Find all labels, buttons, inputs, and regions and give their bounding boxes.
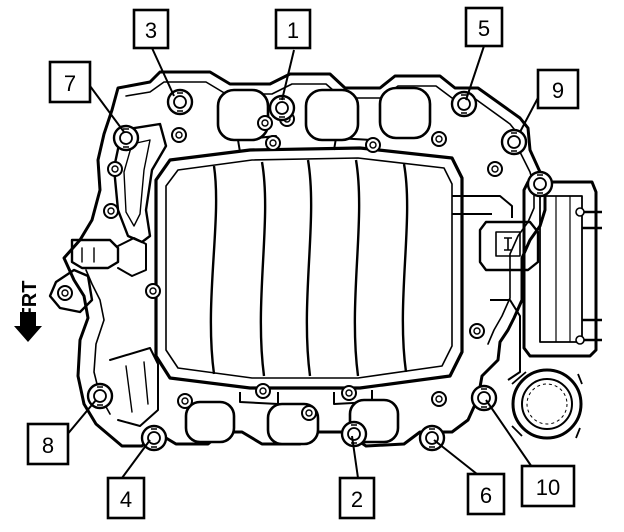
bolt-9 [500, 128, 528, 156]
callout-5: 5 [464, 6, 504, 48]
leader-lines [65, 45, 541, 479]
callout-7: 7 [48, 60, 92, 104]
bosses [57, 111, 503, 421]
callout-2: 2 [338, 476, 376, 520]
bolt-aux [526, 170, 554, 198]
callout-8: 8 [26, 422, 70, 466]
front-arrow-icon [14, 312, 42, 342]
intake-ports-top [216, 86, 432, 142]
svg-text:7: 7 [64, 71, 76, 96]
svg-text:6: 6 [480, 483, 492, 508]
svg-text:1: 1 [287, 18, 299, 43]
svg-text:5: 5 [478, 16, 490, 41]
throttle-body [452, 180, 602, 440]
svg-text:3: 3 [145, 18, 157, 43]
svg-text:2: 2 [351, 487, 363, 512]
callout-1: 1 [274, 8, 312, 50]
svg-text:10: 10 [536, 475, 560, 500]
bolt-5 [450, 90, 478, 118]
callout-6: 6 [466, 472, 506, 516]
left-flange [112, 122, 168, 244]
bolt-6 [418, 424, 446, 452]
front-indicator: FRT [14, 281, 42, 342]
callout-4: 4 [106, 476, 146, 520]
bolt-2 [340, 420, 368, 448]
callout-3: 3 [132, 8, 170, 50]
bolt-3 [166, 88, 194, 116]
plenum [154, 135, 464, 405]
svg-text:4: 4 [120, 487, 132, 512]
svg-text:9: 9 [552, 78, 564, 103]
bolt-7 [112, 124, 140, 152]
callout-9: 9 [536, 68, 580, 110]
front-label: FRT [19, 281, 41, 320]
callout-10: 10 [520, 464, 576, 508]
bolt-10 [470, 384, 498, 412]
svg-text:8: 8 [42, 433, 54, 458]
